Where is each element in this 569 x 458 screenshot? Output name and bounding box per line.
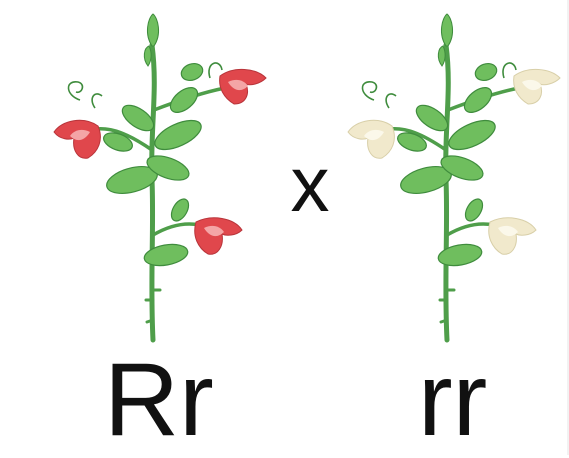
pea-plant-white-flowers-icon (314, 0, 569, 350)
plant-rr-white (314, 0, 569, 350)
plant-rr-red (20, 0, 280, 350)
genotype-label-right: rr (418, 348, 487, 448)
pea-plant-red-flowers-icon (20, 0, 280, 350)
genotype-label-left: Rr (104, 348, 214, 448)
